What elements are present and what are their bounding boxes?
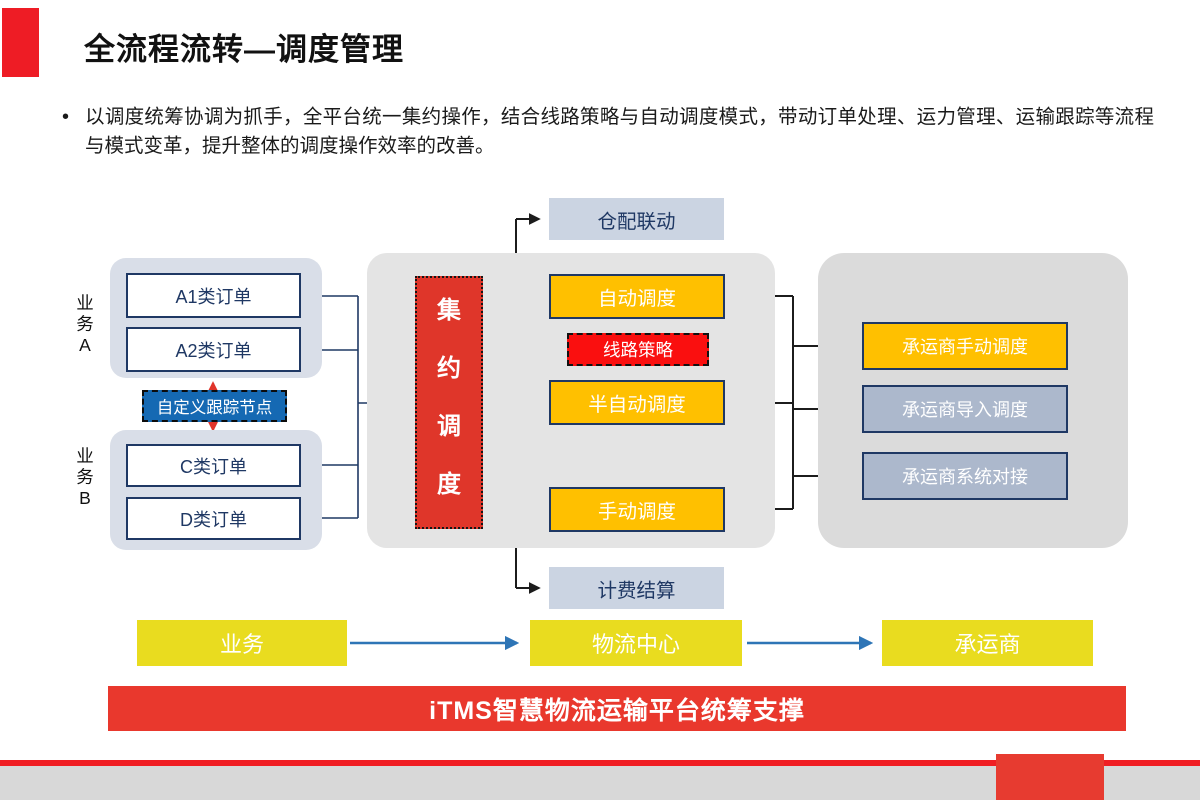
centralized-dispatch-label: 集约调度 <box>437 297 461 498</box>
footer-red-line <box>0 760 1200 766</box>
page-title: 全流程流转—调度管理 <box>84 32 404 67</box>
accent-square <box>2 8 39 77</box>
flow-carrier-box: 承运商 <box>882 620 1093 666</box>
manual-dispatch-box: 手动调度 <box>549 487 725 532</box>
order-box-d: D类订单 <box>126 497 301 540</box>
order-box-c: C类订单 <box>126 444 301 487</box>
order-box-a2: A2类订单 <box>126 327 301 372</box>
semi-auto-dispatch-box: 半自动调度 <box>549 380 725 425</box>
business-b-label: 业务B <box>76 446 94 508</box>
centralized-dispatch-box: 集约调度 <box>415 276 483 529</box>
flow-logistics-center-box: 物流中心 <box>530 620 742 666</box>
billing-settlement-box: 计费结算 <box>549 567 724 609</box>
carrier-system-integration-box: 承运商系统对接 <box>862 452 1068 500</box>
intro-bullet: • 以调度统筹协调为抓手，全平台统一集约操作，结合线路策略与自动调度模式，带动订… <box>62 103 1154 161</box>
bullet-text: 以调度统筹协调为抓手，全平台统一集约操作，结合线路策略与自动调度模式，带动订单处… <box>85 106 1154 157</box>
warehouse-link-box: 仓配联动 <box>549 198 724 240</box>
bullet-marker: • <box>62 106 70 128</box>
carrier-import-dispatch-box: 承运商导入调度 <box>862 385 1068 433</box>
order-box-a1: A1类订单 <box>126 273 301 318</box>
carrier-manual-dispatch-box: 承运商手动调度 <box>862 322 1068 370</box>
footer-red-block <box>996 754 1104 800</box>
flow-business-box: 业务 <box>137 620 347 666</box>
platform-banner: iTMS智慧物流运输平台统筹支撑 <box>108 686 1126 731</box>
business-a-label: 业务A <box>76 293 94 355</box>
route-strategy-box: 线路策略 <box>567 333 709 366</box>
custom-tracking-node-box: 自定义跟踪节点 <box>142 390 287 422</box>
auto-dispatch-box: 自动调度 <box>549 274 725 319</box>
